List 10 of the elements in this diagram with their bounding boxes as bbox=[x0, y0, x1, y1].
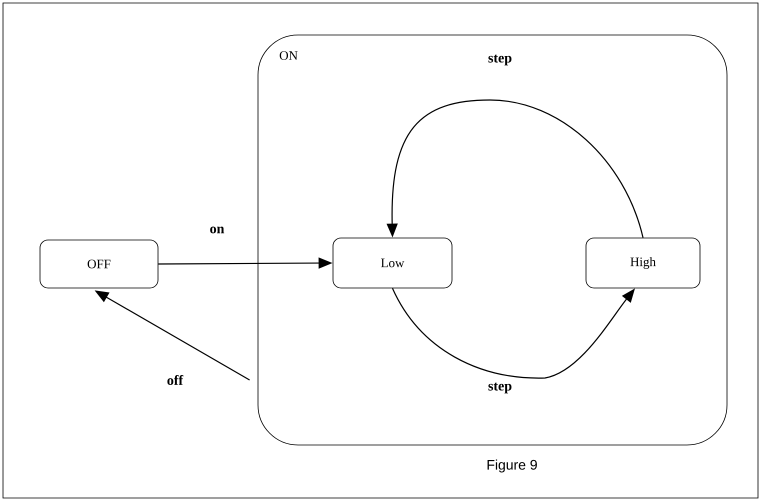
edge-label: on bbox=[208, 226, 226, 234]
edge-label: off bbox=[166, 374, 184, 386]
edge-label: step bbox=[487, 382, 513, 394]
caption: Figure 9 bbox=[488, 460, 537, 472]
state-box: High bbox=[586, 238, 700, 288]
edge-label: step bbox=[487, 54, 513, 66]
state-box: OFF bbox=[40, 240, 158, 288]
arrow bbox=[386, 99, 644, 238]
arrow bbox=[392, 288, 635, 379]
state-box: Low bbox=[332, 238, 452, 288]
